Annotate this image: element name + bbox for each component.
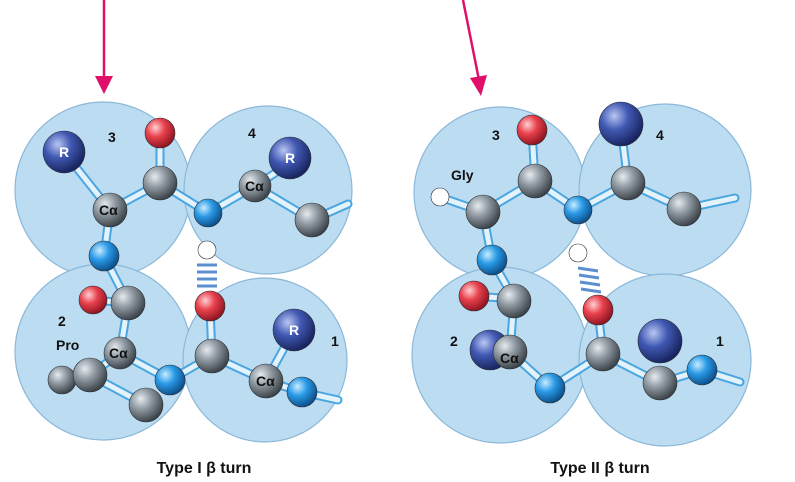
r-group-label: R: [59, 144, 69, 160]
atoms: [42, 117, 330, 423]
carbon-atom: [610, 165, 646, 201]
carbon-alpha-atom: [465, 194, 501, 230]
r-group-atom: [598, 101, 644, 147]
r-group-label: R: [285, 150, 295, 166]
hydrogen-atom: [430, 187, 450, 207]
carbon-atom: [128, 387, 164, 423]
type-1-title: Type I β turn: [157, 460, 252, 477]
r-group-atom: [268, 136, 312, 180]
carbon-atom: [666, 191, 702, 227]
carbon-atom: [47, 365, 77, 395]
gly-label: Gly: [451, 167, 474, 183]
type-2-title: Type II β turn: [550, 460, 649, 477]
r-group-label: R: [289, 322, 299, 338]
type-1-turn-panel: 3 4 2 1 Pro R R R Cα Cα Cα Cα Type I β t…: [14, 0, 353, 477]
pro-label: Pro: [56, 337, 79, 353]
type-2-turn-panel: 3 4 2 1 Gly Cα Type II β turn: [411, 0, 752, 477]
hydrogen-atom: [568, 243, 588, 263]
oxygen-atom: [582, 294, 614, 326]
nitrogen-atom: [476, 244, 508, 276]
carbon-alpha-atom: [103, 336, 137, 370]
hydrogen-bond-dashes-icon: [197, 263, 217, 288]
residue-number-3: 3: [108, 129, 116, 145]
carbon-alpha-atom: [92, 192, 128, 228]
oxygen-atom: [144, 117, 176, 149]
nitrogen-atom: [88, 240, 120, 272]
carbon-atom: [72, 357, 108, 393]
carbon-alpha-atom: [248, 363, 284, 399]
carbon-atom: [496, 283, 532, 319]
carbon-atom: [142, 165, 178, 201]
residue-number-3: 3: [492, 127, 500, 143]
carbon-atom: [194, 338, 230, 374]
carbon-alpha-label: Cα: [99, 202, 118, 218]
residue-number-2: 2: [58, 313, 66, 329]
down-arrow-icon: [461, 0, 487, 96]
oxygen-atom: [194, 290, 226, 322]
down-arrow-icon: [95, 0, 113, 94]
residue-number-4: 4: [656, 127, 664, 143]
carbon-atom: [585, 336, 621, 372]
carbon-alpha-label: Cα: [256, 373, 275, 389]
oxygen-atom: [458, 280, 490, 312]
oxygen-atom: [78, 285, 108, 315]
carbon-atom: [517, 163, 553, 199]
nitrogen-atom: [563, 195, 593, 225]
carbon-atom: [642, 365, 678, 401]
nitrogen-atom: [286, 376, 318, 408]
carbon-alpha-atom: [238, 169, 272, 203]
hydrogen-atom: [197, 240, 217, 260]
nitrogen-atom: [154, 364, 186, 396]
residue-number-1: 1: [331, 333, 339, 349]
carbon-alpha-atom: [492, 334, 528, 370]
nitrogen-atom: [193, 198, 223, 228]
carbon-alpha-label: Cα: [500, 350, 519, 366]
hydrogen-bond-dashes-icon: [577, 266, 602, 294]
residue-number-4: 4: [248, 125, 256, 141]
residue-number-1: 1: [716, 333, 724, 349]
r-group-atom: [637, 318, 683, 364]
nitrogen-atom: [686, 354, 718, 386]
carbon-atom: [294, 202, 330, 238]
residue-number-2: 2: [450, 333, 458, 349]
carbon-alpha-label: Cα: [109, 345, 128, 361]
carbon-alpha-label: Cα: [245, 178, 264, 194]
oxygen-atom: [516, 114, 548, 146]
r-group-atom: [272, 308, 316, 352]
nitrogen-atom: [534, 372, 566, 404]
atoms: [430, 101, 718, 404]
r-group-atom: [42, 130, 86, 174]
carbon-atom: [110, 285, 146, 321]
